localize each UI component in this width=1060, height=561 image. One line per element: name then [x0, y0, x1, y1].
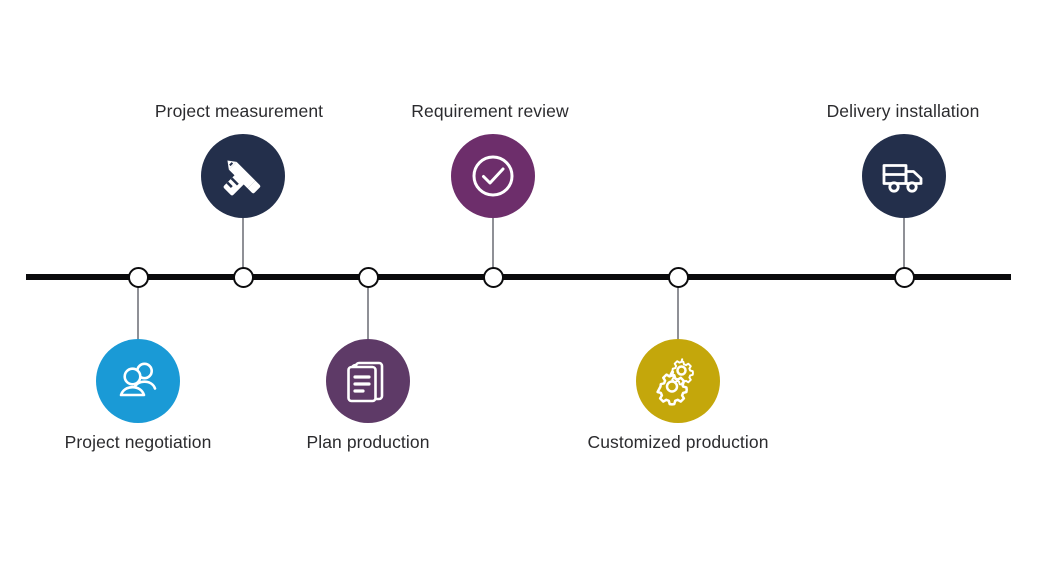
- timeline-node-icon-project-measurement[interactable]: [201, 134, 285, 218]
- timeline-marker-delivery-installation[interactable]: [893, 266, 915, 288]
- timeline-node-icon-customized-production[interactable]: [636, 339, 720, 423]
- timeline-label-customized-production: Customized production: [587, 432, 769, 452]
- ruler-pencil-icon: [216, 149, 270, 203]
- check-circle-icon: [467, 150, 519, 202]
- timeline-marker-project-measurement[interactable]: [232, 266, 254, 288]
- timeline-label-plan-production: Plan production: [306, 432, 430, 452]
- users-icon: [112, 355, 164, 407]
- timeline-label-project-measurement: Project measurement: [154, 101, 324, 121]
- timeline-label-delivery-installation: Delivery installation: [826, 101, 980, 121]
- timeline-connector-stem: [677, 277, 679, 339]
- timeline-node-icon-plan-production[interactable]: [326, 339, 410, 423]
- documents-icon: [343, 356, 393, 406]
- timeline-label-project-negotiation: Project negotiation: [64, 432, 212, 452]
- timeline-connector-stem: [367, 277, 369, 339]
- timeline-node-icon-requirement-review[interactable]: [451, 134, 535, 218]
- timeline-marker-project-negotiation[interactable]: [127, 266, 149, 288]
- timeline-marker-customized-production[interactable]: [667, 266, 689, 288]
- timeline-marker-requirement-review[interactable]: [482, 266, 504, 288]
- gears-icon: [651, 354, 705, 408]
- timeline-label-requirement-review: Requirement review: [411, 101, 569, 121]
- timeline-node-icon-delivery-installation[interactable]: [862, 134, 946, 218]
- timeline-marker-plan-production[interactable]: [357, 266, 379, 288]
- timeline-node-icon-project-negotiation[interactable]: [96, 339, 180, 423]
- timeline-connector-stem: [492, 218, 494, 277]
- timeline-axis-line: [26, 274, 1011, 280]
- timeline-connector-stem: [903, 218, 905, 277]
- timeline-connector-stem: [137, 277, 139, 339]
- timeline-connector-stem: [242, 218, 244, 277]
- delivery-truck-icon: [878, 150, 930, 202]
